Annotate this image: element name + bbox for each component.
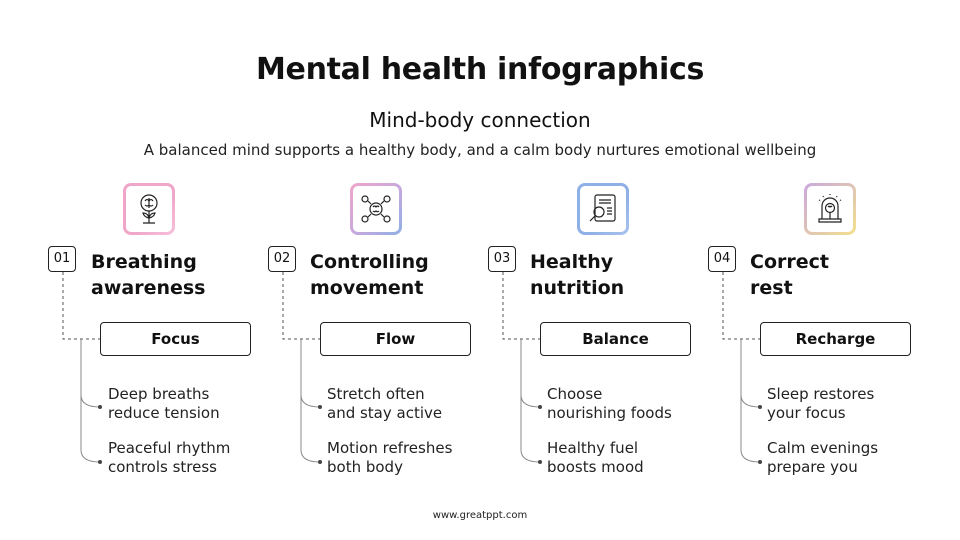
bullet-item: Calm evenings prepare you [767,439,878,477]
step-number: 01 [48,246,76,272]
footer-url[interactable]: www.greatppt.com [432,510,528,521]
page-subtitle: Mind-body connection [369,108,591,132]
bullet-line: controls stress [108,458,217,476]
icon-box [350,183,402,235]
bullet-item: Choose nourishing foods [547,385,672,423]
step-heading: Breathing awareness [91,249,205,301]
step-column-1: 01 Breathing awareness Focus Deep breath… [48,0,268,540]
step-tag: Focus [100,322,251,356]
bullet-item: Motion refreshes both body [327,439,452,477]
bullet-item: Sleep restores your focus [767,385,874,423]
step-heading: Correct rest [750,249,829,301]
icon-box [804,183,856,235]
step-number: 03 [488,246,516,272]
connector-lines [502,272,542,464]
icon-box [577,183,629,235]
bullet-item: Peaceful rhythm controls stress [108,439,230,477]
step-heading-line: movement [310,277,424,299]
step-heading-line: rest [750,277,793,299]
brain-gears-icon [361,195,391,223]
page-description: A balanced mind supports a healthy body,… [143,141,817,159]
bullet-line: Peaceful rhythm [108,439,231,457]
step-heading: Controlling movement [310,249,429,301]
bullet-item: Healthy fuel boosts mood [547,439,644,477]
bullet-line: Sleep restores [767,385,875,403]
step-heading-line: Healthy [530,251,614,273]
bullet-line: Calm evenings [767,439,879,457]
step-heading-line: Breathing [91,251,197,273]
bullet-line: Motion refreshes [327,439,453,457]
step-number: 04 [708,246,736,272]
bullet-item: Stretch often and stay active [327,385,442,423]
step-column-4: 04 Correct rest Recharge Sleep restores … [708,0,928,540]
connector-lines [282,272,322,464]
step-tag: Recharge [760,322,911,356]
bullet-line: Choose [547,385,603,403]
brain-bell-jar-icon [818,194,842,223]
bullet-line: boosts mood [547,458,644,476]
bullet-line: Healthy fuel [547,439,639,457]
bullet-line: and stay active [327,404,443,422]
step-column-2: 02 Controlling movement Flow Stretch oft… [268,0,488,540]
step-tag: Flow [320,322,471,356]
document-magnifier-icon [589,194,616,222]
step-heading: Healthy nutrition [530,249,624,301]
connector-lines [62,272,102,464]
bullet-line: prepare you [767,458,858,476]
bullet-line: nourishing foods [547,404,672,422]
step-heading-line: awareness [91,277,206,299]
bullet-line: Stretch often [327,385,425,403]
bullet-line: your focus [767,404,846,422]
step-tag: Balance [540,322,691,356]
step-heading-line: Correct [750,251,829,273]
bullet-item: Deep breaths reduce tension [108,385,220,423]
step-heading-line: nutrition [530,277,625,299]
connector-lines [722,272,762,464]
bullet-line: both body [327,458,403,476]
bullet-line: Deep breaths [108,385,210,403]
step-heading-line: Controlling [310,251,429,273]
brain-flower-icon [140,194,158,224]
icon-box [123,183,175,235]
page-title: Mental health infographics [255,52,705,87]
step-column-3: 03 Healthy nutrition Balance Choose nour… [488,0,708,540]
bullet-line: reduce tension [108,404,220,422]
step-number: 02 [268,246,296,272]
